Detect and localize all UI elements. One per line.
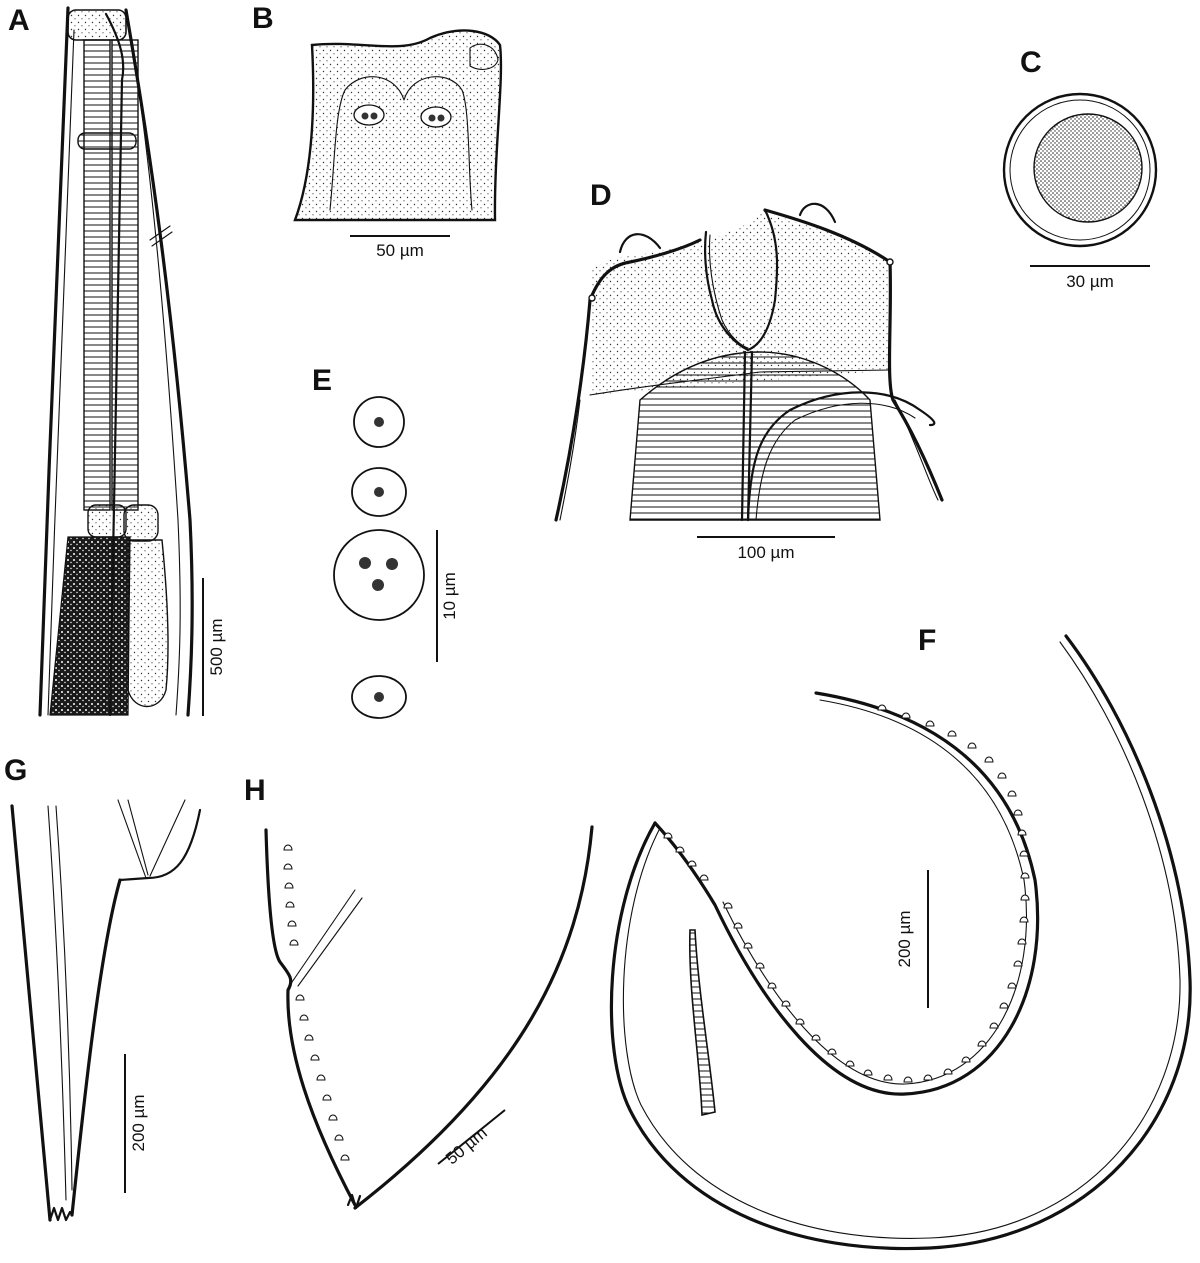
panel-f-label: F bbox=[918, 624, 936, 657]
panel-d-label: D bbox=[590, 179, 612, 212]
panel-h: H 50 µm bbox=[244, 774, 594, 1210]
panel-e-label: E bbox=[312, 364, 332, 397]
panel-g-label: G bbox=[4, 754, 27, 787]
scale-label-e: 10 µm bbox=[440, 572, 459, 620]
head-outline-b bbox=[293, 29, 503, 222]
panel-c-label: C bbox=[1020, 46, 1042, 79]
scale-label-c: 30 µm bbox=[1066, 272, 1114, 291]
scale-label-a: 500 µm bbox=[207, 618, 226, 675]
panel-a: A 500 µm bbox=[8, 4, 226, 717]
panel-d: D 100 µm bbox=[554, 179, 944, 562]
scale-label-f: 200 µm bbox=[895, 910, 914, 967]
scale-bar-h bbox=[437, 1109, 506, 1165]
scale-label-d: 100 µm bbox=[737, 543, 794, 562]
panel-f: F 200 µm bbox=[609, 624, 1192, 1251]
scale-label-h: 50 µm bbox=[442, 1123, 491, 1168]
cell-3 bbox=[333, 529, 425, 621]
bulb-left bbox=[87, 504, 127, 538]
papillae-h bbox=[283, 844, 350, 1161]
bulb-right bbox=[123, 504, 159, 542]
papillae-f bbox=[663, 704, 1030, 1083]
scale-label-g: 200 µm bbox=[129, 1094, 148, 1151]
amphid-left bbox=[353, 104, 385, 126]
panel-h-label: H bbox=[244, 774, 266, 807]
egg-content bbox=[1033, 113, 1143, 223]
spicule bbox=[688, 929, 716, 1116]
oesophagus-left bbox=[83, 39, 111, 511]
scale-label-b: 50 µm bbox=[376, 241, 424, 260]
panel-e: E 10 µm bbox=[312, 364, 459, 719]
gland bbox=[127, 539, 169, 707]
amphid-right bbox=[420, 106, 452, 128]
panel-g: G 200 µm bbox=[4, 754, 202, 1222]
intestine bbox=[49, 536, 131, 716]
panel-b: B 50 µm bbox=[252, 2, 503, 260]
panel-c: C 30 µm bbox=[1002, 46, 1158, 291]
panel-b-label: B bbox=[252, 2, 274, 35]
panel-a-label: A bbox=[8, 4, 30, 37]
nerve-ring bbox=[77, 132, 137, 150]
